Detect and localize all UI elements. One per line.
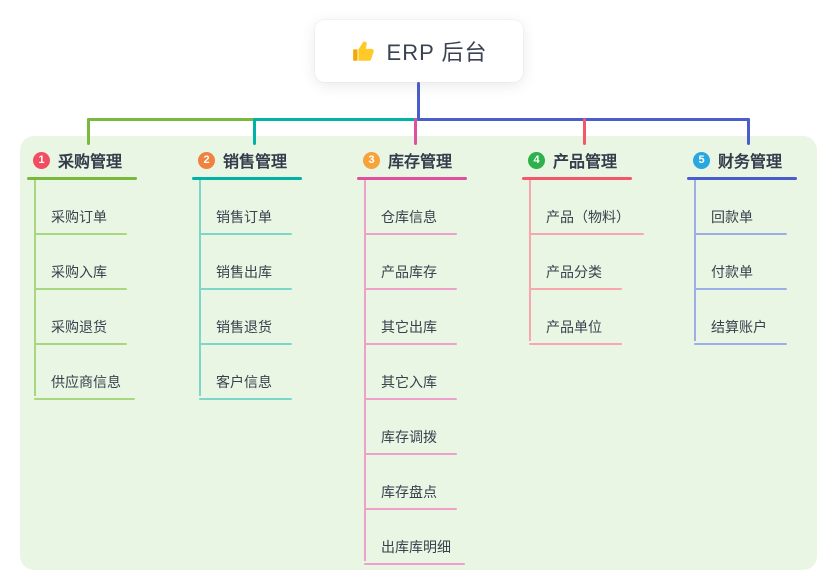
child-node[interactable]: 销售退货 <box>192 290 292 345</box>
branch-badge: 4 <box>528 151 545 169</box>
branch-node[interactable]: 2 销售管理 <box>192 146 342 174</box>
child-node[interactable]: 供应商信息 <box>27 345 135 400</box>
child-node[interactable]: 采购退货 <box>27 290 127 345</box>
child-node[interactable]: 其它出库 <box>357 290 457 345</box>
child-label: 其它入库 <box>381 374 437 390</box>
child-node[interactable]: 产品单位 <box>522 290 622 345</box>
child-node[interactable]: 付款单 <box>687 235 787 290</box>
branch-vline <box>694 180 696 341</box>
branch-node[interactable]: 3 库存管理 <box>357 146 507 174</box>
branch-vline <box>364 180 366 561</box>
branch-badge: 2 <box>198 151 215 169</box>
child-node[interactable]: 结算账户 <box>687 290 787 345</box>
branch-badge: 5 <box>693 151 710 169</box>
branch-children: 仓库信息 产品库存 其它出库 其它入库 库存调拨 库存盘点 出库库明细 <box>357 180 507 565</box>
child-label: 产品单位 <box>546 319 602 335</box>
branch: 3 库存管理 仓库信息 产品库存 其它出库 其它入库 库存调拨 库存盘点 出库库… <box>357 146 507 565</box>
branch-children: 销售订单 销售出库 销售退货 客户信息 <box>192 180 342 400</box>
thumbs-up-icon <box>351 38 377 64</box>
child-label: 销售出库 <box>216 264 272 280</box>
connector-line <box>583 118 586 145</box>
connector-line <box>253 118 419 121</box>
branch-children: 回款单 付款单 结算账户 <box>687 180 837 345</box>
branch: 2 销售管理 销售订单 销售出库 销售退货 客户信息 <box>192 146 342 400</box>
child-node[interactable]: 产品分类 <box>522 235 622 290</box>
root-title: ERP 后台 <box>386 40 488 65</box>
child-node[interactable]: 产品库存 <box>357 235 457 290</box>
child-label: 客户信息 <box>216 374 272 390</box>
branch: 4 产品管理 产品（物料） 产品分类 产品单位 <box>522 146 672 345</box>
branch-children: 产品（物料） 产品分类 产品单位 <box>522 180 672 345</box>
child-label: 库存盘点 <box>381 484 437 500</box>
branch-title: 产品管理 <box>553 154 618 171</box>
connector-line <box>747 118 750 145</box>
child-node[interactable]: 库存盘点 <box>357 455 457 510</box>
child-label: 仓库信息 <box>381 209 437 225</box>
child-label: 采购入库 <box>51 264 107 280</box>
child-label: 付款单 <box>711 264 753 280</box>
child-node[interactable]: 仓库信息 <box>357 180 457 235</box>
connector-line <box>414 118 417 145</box>
branch-title: 采购管理 <box>58 154 123 171</box>
child-node[interactable]: 采购入库 <box>27 235 127 290</box>
child-label: 其它出库 <box>381 319 437 335</box>
child-label: 采购退货 <box>51 319 107 335</box>
branch-badge: 1 <box>33 151 50 169</box>
branch-node[interactable]: 1 采购管理 <box>27 146 177 174</box>
branch: 5 财务管理 回款单 付款单 结算账户 <box>687 146 837 345</box>
child-label: 产品库存 <box>381 264 437 280</box>
branch-underline <box>687 177 797 180</box>
branch-underline <box>27 177 137 180</box>
child-node[interactable]: 产品（物料） <box>522 180 644 235</box>
child-node[interactable]: 回款单 <box>687 180 787 235</box>
branch-badge: 3 <box>363 151 380 169</box>
child-label: 产品（物料） <box>546 209 630 225</box>
child-node[interactable]: 销售出库 <box>192 235 292 290</box>
root-node[interactable]: ERP 后台 <box>315 20 523 82</box>
branch-title: 销售管理 <box>223 154 288 171</box>
child-label: 结算账户 <box>711 319 767 335</box>
child-label: 销售退货 <box>216 319 272 335</box>
branch-children: 采购订单 采购入库 采购退货 供应商信息 <box>27 180 177 400</box>
branch-underline <box>192 177 302 180</box>
child-node[interactable]: 其它入库 <box>357 345 457 400</box>
connector-line <box>253 118 256 145</box>
branch-title: 财务管理 <box>718 154 783 171</box>
branch-underline <box>522 177 632 180</box>
child-node[interactable]: 采购订单 <box>27 180 127 235</box>
child-label: 产品分类 <box>546 264 602 280</box>
child-label: 出库库明细 <box>381 539 451 555</box>
child-label: 回款单 <box>711 209 753 225</box>
branch-underline <box>357 177 467 180</box>
child-label: 销售订单 <box>216 209 272 225</box>
branch-node[interactable]: 4 产品管理 <box>522 146 672 174</box>
child-label: 采购订单 <box>51 209 107 225</box>
branch-vline <box>529 180 531 341</box>
child-node[interactable]: 客户信息 <box>192 345 292 400</box>
child-label: 供应商信息 <box>51 374 121 390</box>
connector-line <box>417 82 420 121</box>
child-node[interactable]: 销售订单 <box>192 180 292 235</box>
branch: 1 采购管理 采购订单 采购入库 采购退货 供应商信息 <box>27 146 177 400</box>
child-node[interactable]: 出库库明细 <box>357 510 465 565</box>
branch-title: 库存管理 <box>388 154 453 171</box>
child-node[interactable]: 库存调拨 <box>357 400 457 455</box>
branch-node[interactable]: 5 财务管理 <box>687 146 837 174</box>
child-label: 库存调拨 <box>381 429 437 445</box>
connector-line <box>87 118 255 121</box>
connector-line <box>87 118 90 145</box>
branches-panel <box>20 136 817 570</box>
